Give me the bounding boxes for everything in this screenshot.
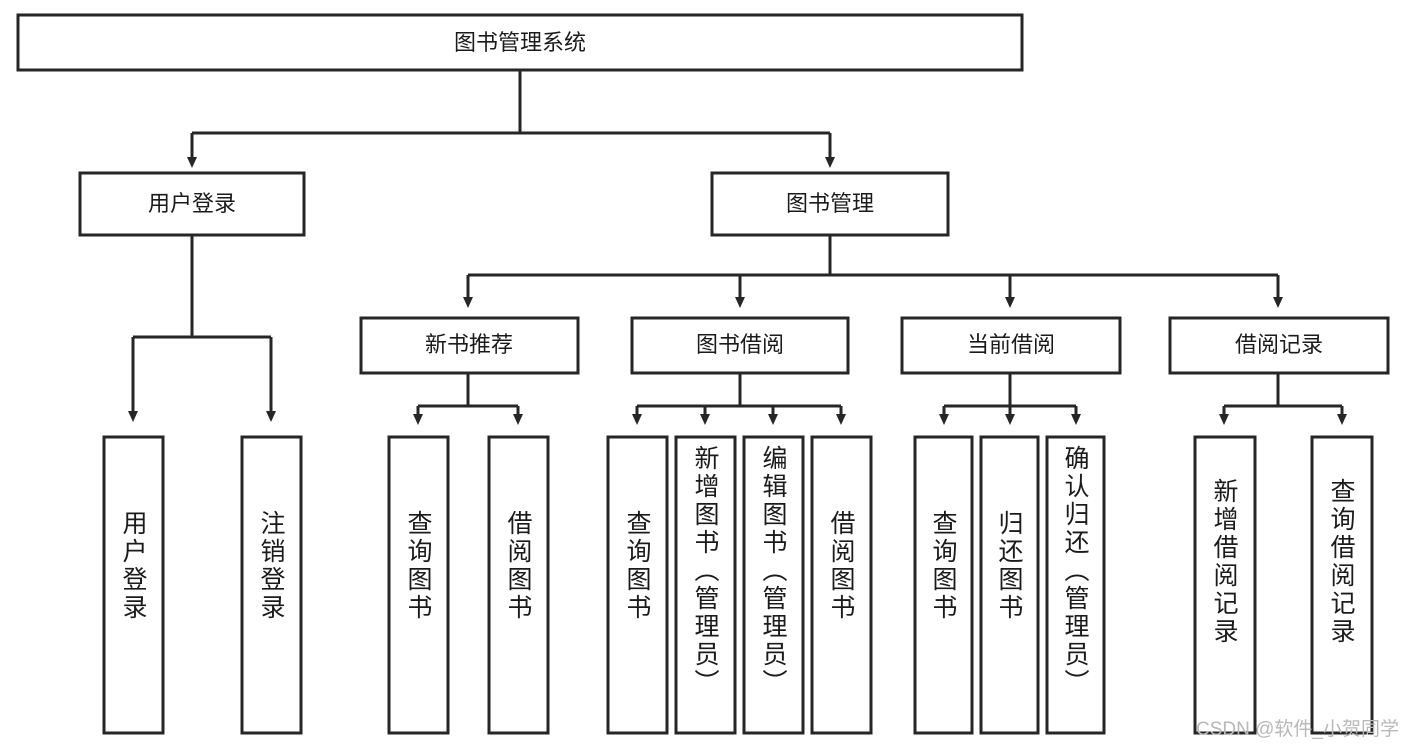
- connector-bookmgmt-to-level2: [463, 236, 1283, 308]
- leaf-box-borrow-book-bb[interactable]: [810, 435, 873, 735]
- node-new-book-recommend[interactable]: 新书推荐: [359, 316, 580, 375]
- node-book-management[interactable]: 图书管理: [710, 171, 950, 237]
- leaf-label-query-book-cb: 查询图书: [929, 510, 957, 622]
- leaf-label-borrow-book-bb: 借阅图书: [827, 510, 855, 622]
- node-current-borrow[interactable]: 当前借阅: [900, 316, 1122, 375]
- node-user-login-label: 用户登录: [148, 191, 236, 216]
- connector-userlogin-to-leaves: [128, 236, 276, 422]
- leaf-label-add-book: 新增图书（管理员）: [691, 445, 719, 697]
- leaf-label-user-logout: 注销登录: [257, 510, 285, 622]
- node-borrow-record[interactable]: 借阅记录: [1168, 316, 1390, 375]
- node-current-borrow-label: 当前借阅: [967, 332, 1055, 357]
- leaf-label-return-book: 归还图书: [995, 510, 1023, 622]
- leaf-label-user-login: 用户登录: [119, 510, 147, 622]
- leaf-label-add-record: 新增借阅记录: [1210, 478, 1238, 646]
- leaf-box-query-book-nb[interactable]: [387, 435, 450, 735]
- node-book-borrow[interactable]: 图书借阅: [630, 316, 850, 375]
- leaf-box-query-book-cb[interactable]: [913, 435, 974, 735]
- node-user-login[interactable]: 用户登录: [78, 171, 306, 237]
- leaf-label-edit-book: 编辑图书（管理员）: [759, 445, 787, 697]
- leaf-box-add-record[interactable]: [1193, 435, 1257, 735]
- node-borrow-record-label: 借阅记录: [1235, 332, 1323, 357]
- node-root[interactable]: 图书管理系统: [16, 13, 1024, 72]
- watermark: CSDN @软件_小贺同学: [1196, 719, 1399, 740]
- leaf-box-borrow-book-nb[interactable]: [487, 435, 550, 735]
- leaf-box-query-book-bb[interactable]: [606, 435, 669, 735]
- leaf-box-query-record[interactable]: [1310, 435, 1374, 735]
- leaf-box-user-logout[interactable]: [240, 435, 303, 735]
- leaf-box-user-login[interactable]: [102, 435, 165, 735]
- leaf-box-edit-book[interactable]: [742, 435, 805, 735]
- leaf-box-add-book[interactable]: [674, 435, 737, 735]
- leaf-box-confirm-return[interactable]: [1045, 435, 1106, 735]
- node-book-management-label: 图书管理: [786, 191, 874, 216]
- leaf-box-group: [102, 435, 1374, 735]
- connector-newbook-to-leaves: [413, 373, 523, 425]
- leaf-label-confirm-return: 确认归还（管理员）: [1061, 445, 1089, 697]
- leaf-label-query-record: 查询借阅记录: [1327, 478, 1355, 646]
- leaf-box-return-book[interactable]: [979, 435, 1040, 735]
- leaf-label-query-book-bb: 查询图书: [623, 510, 651, 622]
- leaf-label-query-book-nb: 查询图书: [404, 510, 432, 622]
- connector-currentborrow-to-leaves: [939, 373, 1081, 425]
- connector-bookborrow-to-leaves: [632, 373, 846, 425]
- connector-borrowrecord-to-leaves: [1219, 373, 1347, 425]
- leaf-label-borrow-book-nb: 借阅图书: [504, 510, 532, 622]
- node-new-book-recommend-label: 新书推荐: [425, 332, 513, 357]
- node-root-label: 图书管理系统: [454, 30, 586, 55]
- node-book-borrow-label: 图书借阅: [696, 332, 784, 357]
- connector-root-to-level1: [187, 70, 835, 168]
